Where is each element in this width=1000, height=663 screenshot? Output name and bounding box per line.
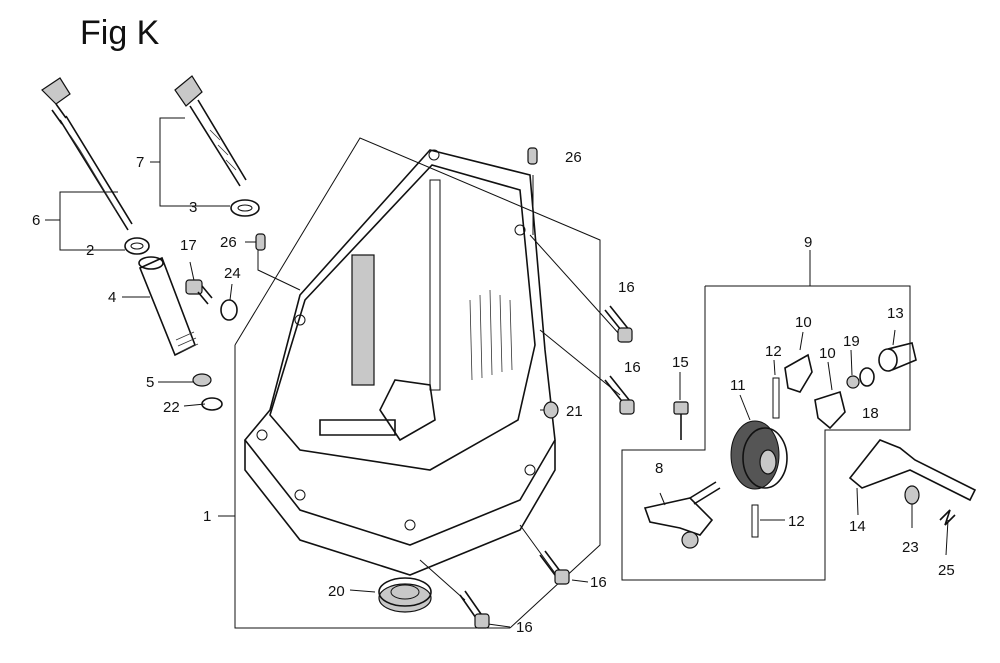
callout-10a: 10 xyxy=(795,314,812,331)
dipstick-long xyxy=(41,77,133,231)
dowel-pin-26b xyxy=(527,147,538,165)
figure-title: Fig K xyxy=(80,14,160,52)
callout-21: 21 xyxy=(566,403,583,420)
callout-17: 17 xyxy=(180,237,197,254)
bolt-17 xyxy=(185,279,213,305)
oil-seal-20 xyxy=(378,577,432,613)
callout-15: 15 xyxy=(672,354,689,371)
washer-24 xyxy=(220,299,238,321)
callout-10b: 10 xyxy=(819,345,836,362)
plug-21 xyxy=(543,401,559,419)
washer-23 xyxy=(904,485,920,505)
callout-23: 23 xyxy=(902,539,919,556)
callout-1: 1 xyxy=(203,508,211,525)
bolt-15 xyxy=(673,401,689,440)
governor-gear-11 xyxy=(730,420,788,490)
pin-25 xyxy=(939,509,956,526)
governor-lever-14 xyxy=(848,439,977,502)
callout-14: 14 xyxy=(849,518,866,535)
callout-4: 4 xyxy=(108,289,116,306)
callout-25: 25 xyxy=(938,562,955,579)
callout-13: 13 xyxy=(887,305,904,322)
dipstick-short xyxy=(174,75,247,187)
callout-18: 18 xyxy=(862,405,879,422)
o-ring-3 xyxy=(230,199,260,217)
bracket-lines xyxy=(45,117,911,629)
callout-16b: 16 xyxy=(624,359,641,376)
callout-16c: 16 xyxy=(590,574,607,591)
callout-6: 6 xyxy=(32,212,40,229)
callout-11: 11 xyxy=(730,377,746,394)
callout-12a: 12 xyxy=(765,343,782,360)
callout-2: 2 xyxy=(86,242,94,259)
callout-20: 20 xyxy=(328,583,345,600)
callout-12b: 12 xyxy=(788,513,805,530)
callout-16a: 16 xyxy=(618,279,635,296)
pin-12b xyxy=(751,504,759,538)
callout-19: 19 xyxy=(843,333,860,350)
weight-10b xyxy=(814,390,846,430)
callout-9: 9 xyxy=(804,234,812,251)
clip-19 xyxy=(846,375,860,389)
callout-24: 24 xyxy=(224,265,241,282)
callout-3: 3 xyxy=(189,199,197,216)
sleeve-13 xyxy=(878,342,917,372)
bolts-16 xyxy=(459,305,635,629)
callout-5: 5 xyxy=(146,374,154,391)
governor-arm-8 xyxy=(643,481,721,549)
callout-16d: 16 xyxy=(516,619,533,636)
callout-7: 7 xyxy=(136,154,144,171)
callout-labels: 1 2 3 4 5 6 7 8 9 10 10 11 12 12 13 14 1… xyxy=(32,149,955,636)
weight-10a xyxy=(784,353,813,393)
seal-5 xyxy=(192,373,212,387)
callout-22: 22 xyxy=(163,399,180,416)
leader-lines xyxy=(122,175,949,628)
callout-8: 8 xyxy=(655,460,663,477)
callout-26a: 26 xyxy=(220,234,237,251)
oil-filler-tube xyxy=(138,256,199,357)
pin-12a xyxy=(772,377,780,419)
crankcase-cover xyxy=(243,149,556,576)
o-ring-2 xyxy=(124,237,150,255)
dowel-pin-26a xyxy=(255,233,266,251)
washer-22 xyxy=(201,397,223,411)
callout-26b: 26 xyxy=(565,149,582,166)
washer-18 xyxy=(859,367,875,387)
